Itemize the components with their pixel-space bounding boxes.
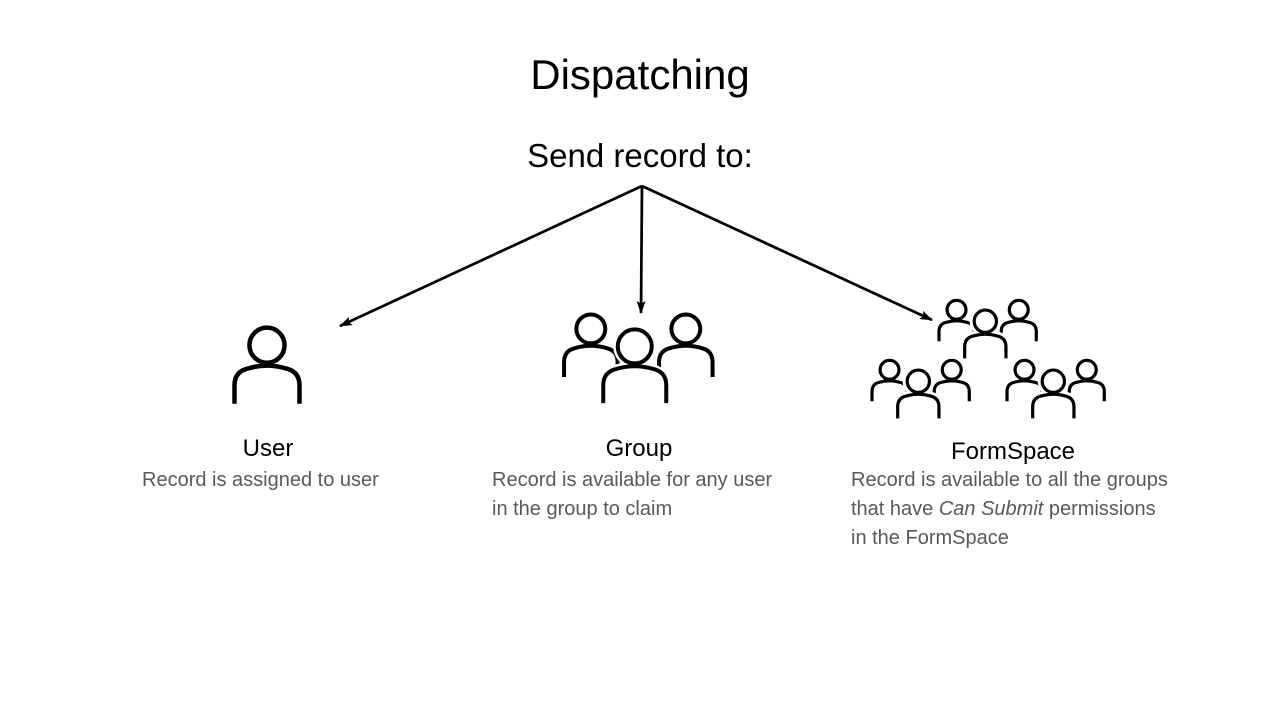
formspace-description: Record is available to all the groups th…	[851, 466, 1168, 553]
formspace-desc-line2-pre: that have	[851, 498, 939, 520]
formspace-desc-can-submit: Can Submit	[938, 498, 1044, 520]
page-title: Dispatching	[530, 51, 750, 98]
formspace-description-line2: that have Can Submit permissions	[851, 495, 1168, 524]
formspace-icon	[863, 297, 1111, 423]
user-description: Record is assigned to user	[142, 469, 379, 491]
group-description: Record is available for any user in the …	[492, 466, 772, 524]
user-icon	[228, 323, 306, 409]
group-icon	[558, 310, 719, 407]
user-label: User	[242, 435, 294, 462]
formspace-label: FormSpace	[950, 438, 1076, 465]
group-label: Group	[605, 435, 673, 462]
arrow-to-user	[339, 184, 643, 328]
formspace-desc-line2-post: permissions	[1043, 498, 1156, 520]
subtitle-send-record-to: Send record to:	[527, 137, 753, 174]
group-description-line1: Record is available for any user	[492, 469, 773, 491]
formspace-description-line1: Record is available to all the groups	[851, 469, 1168, 491]
formspace-description-line3: in the FormSpace	[851, 527, 1009, 549]
arrow-to-group	[636, 185, 646, 314]
group-description-line2: in the group to claim	[492, 498, 673, 520]
